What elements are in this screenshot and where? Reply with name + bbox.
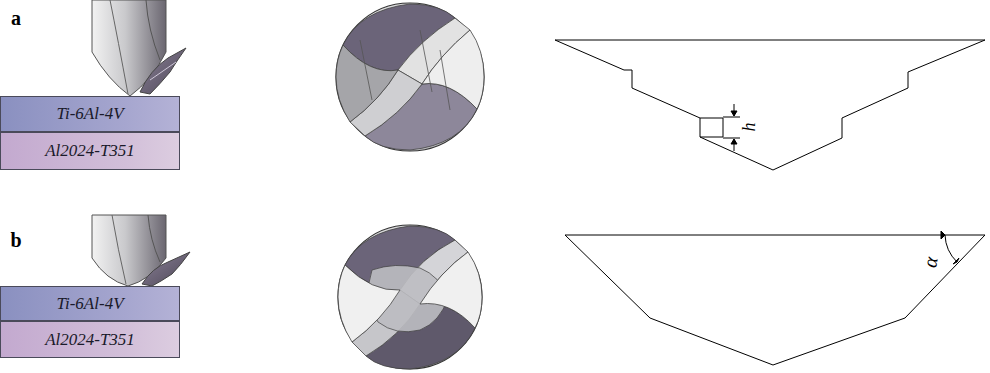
conical-profile	[565, 231, 985, 365]
drill-b	[92, 215, 190, 286]
panel-letter: b	[10, 230, 21, 250]
material-layer: Ti-6Al-4V	[0, 286, 180, 321]
material-name: Al2024-T351	[45, 330, 135, 350]
material-name: Ti-6Al-4V	[56, 104, 123, 124]
material-layer: Al2024-T351	[0, 132, 180, 170]
step-height-symbol: h	[740, 123, 758, 132]
drill-a	[92, 0, 186, 96]
stepped-profile	[555, 40, 985, 170]
point-angle-symbol: α	[919, 255, 941, 269]
material-layer: Al2024-T351	[0, 321, 180, 358]
material-name: Ti-6Al-4V	[56, 294, 123, 314]
panel-letter: a	[11, 8, 21, 28]
material-name: Al2024-T351	[45, 141, 135, 161]
end-view-b	[338, 225, 482, 369]
end-view-a	[336, 3, 484, 151]
material-layer: Ti-6Al-4V	[0, 96, 180, 132]
